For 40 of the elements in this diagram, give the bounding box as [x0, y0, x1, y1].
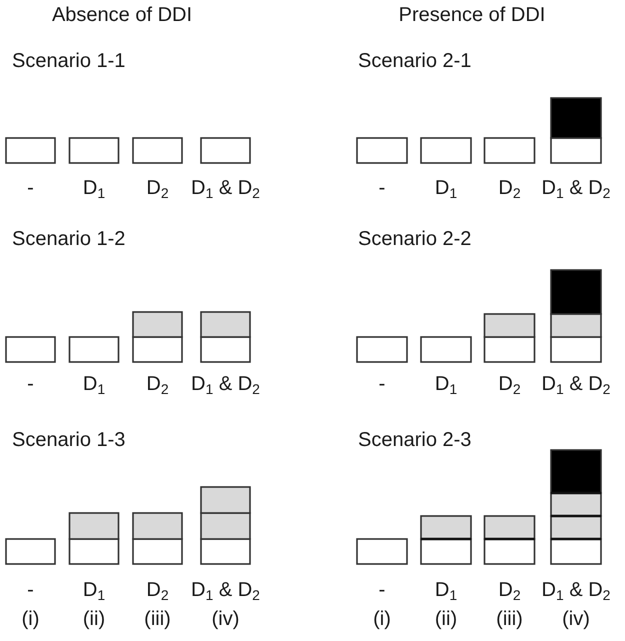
- bar-index-label: (i): [373, 608, 391, 630]
- category-label: D$_{1}$: [82, 579, 106, 601]
- panel-title: Scenario 1-3: [12, 429, 126, 451]
- bar-index-label: (ii): [82, 608, 106, 630]
- category-label: D$_{2}$: [146, 579, 169, 601]
- panel-title: Scenario 1-1: [12, 50, 126, 72]
- bar-index-label: (i): [22, 608, 40, 630]
- category-label: D$_{1}$ & D$_{2}$: [191, 177, 260, 199]
- bar-index-label: (iv): [212, 608, 240, 630]
- category-label: D$_{2}$: [146, 373, 169, 395]
- category-label: D$_{1}$ & D$_{2}$: [542, 579, 610, 601]
- bar-index-label: (ii): [434, 608, 458, 630]
- panel-title: Scenario 2-3: [358, 429, 472, 451]
- panel-title: Scenario 2-1: [358, 50, 472, 72]
- category-label: -: [27, 579, 34, 601]
- panel-title: Scenario 2-2: [358, 228, 472, 250]
- category-label: D$_{2}$: [498, 177, 521, 199]
- category-label: D$_{2}$: [146, 177, 169, 199]
- panel-title: Scenario 1-2: [12, 228, 126, 250]
- category-label: D$_{2}$: [498, 579, 521, 601]
- bar-index-label: (iii): [496, 608, 523, 630]
- bar-index-label: (iii): [144, 608, 171, 630]
- column-heading: Presence of DDI: [398, 4, 546, 26]
- category-label: D$_{1}$: [434, 579, 458, 601]
- category-label: D$_{1}$ & D$_{2}$: [542, 373, 610, 395]
- column-heading: Absence of DDI: [52, 4, 192, 26]
- category-label: D$_{1}$: [434, 373, 458, 395]
- category-label: D$_{1}$ & D$_{2}$: [542, 177, 610, 199]
- category-label: -: [378, 373, 386, 395]
- category-label: -: [27, 177, 34, 199]
- category-label: -: [378, 579, 386, 601]
- category-label: D$_{1}$: [434, 177, 458, 199]
- category-label: D$_{1}$: [82, 177, 106, 199]
- bar-index-label: (iv): [562, 608, 590, 630]
- category-label: -: [27, 373, 34, 395]
- category-label: D$_{1}$ & D$_{2}$: [191, 579, 260, 601]
- category-label: -: [378, 177, 386, 199]
- category-label: D$_{2}$: [498, 373, 521, 395]
- category-label: D$_{1}$: [82, 373, 106, 395]
- category-label: D$_{1}$ & D$_{2}$: [191, 373, 260, 395]
